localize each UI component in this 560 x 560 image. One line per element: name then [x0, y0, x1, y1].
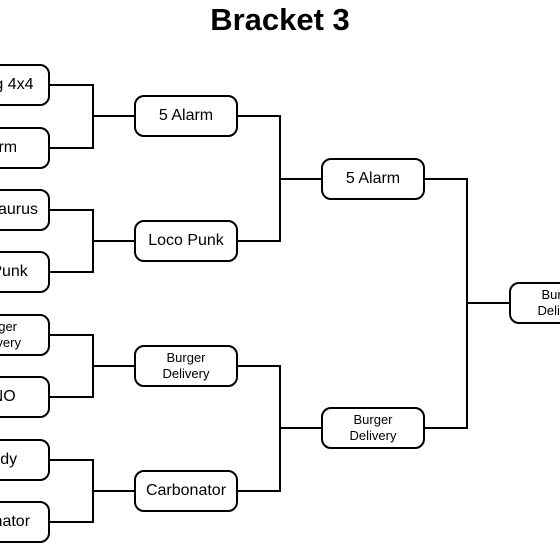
round3-team-1: 5 Alarm: [321, 158, 425, 200]
round1-team-1: Flaming 4x4: [0, 64, 50, 106]
connector-r2-pair2: [238, 365, 321, 492]
round1-team-3: Burgersaurus: [0, 189, 50, 231]
bracket-winner: Burger Delivery: [509, 282, 560, 324]
team-name-line: Delivery: [162, 366, 210, 381]
bracket-title: Bracket 3: [210, 2, 350, 37]
round1-team-4: Loco Punk: [0, 251, 50, 293]
connector-r1-pair4: [50, 459, 134, 523]
round2-team-4: Carbonator: [134, 470, 238, 512]
round2-team-1: 5 Alarm: [134, 95, 238, 137]
round2-team-2: Loco Punk: [134, 220, 238, 262]
team-name-line: Flaming 4x4: [0, 76, 34, 93]
team-name-line: Burger: [166, 349, 206, 365]
team-name-line: Burger: [0, 318, 18, 334]
round1-team-8: Carbonator: [0, 501, 50, 543]
round2-team-3: Burger Delivery: [134, 345, 238, 387]
team-name-line: Delivery: [537, 303, 560, 318]
team-name-line: 5 Alarm: [345, 170, 401, 187]
round1-team-5: Burger Delivery: [0, 314, 50, 356]
round1-team-6: MNO: [0, 376, 50, 418]
connector-r1-pair2: [50, 209, 134, 273]
connector-r1-pair3: [50, 334, 134, 398]
team-name-line: Delivery: [0, 335, 21, 350]
team-name-line: Burger: [541, 286, 560, 302]
team-name-line: Carbonator: [145, 482, 227, 499]
team-name-line: Carbonator: [0, 513, 31, 530]
team-name-line: Loco Punk: [0, 263, 28, 280]
team-name-line: 5 Alarm: [0, 139, 18, 156]
team-name-line: Burger: [353, 411, 393, 427]
team-name-line: 5 Alarm: [158, 107, 214, 124]
team-name-line: Delivery: [349, 428, 397, 443]
team-name-line: Speedy: [0, 451, 18, 468]
round3-team-2: Burger Delivery: [321, 407, 425, 449]
connector-r1-pair1: [50, 84, 134, 149]
round1-team-7: Speedy: [0, 439, 50, 481]
team-name-line: Burgersaurus: [0, 201, 39, 218]
connector-r2-pair1: [238, 115, 321, 242]
connector-r3-pair: [425, 178, 509, 429]
team-name-line: MNO: [0, 388, 16, 405]
team-name-line: Loco Punk: [148, 232, 224, 249]
round1-team-2: 5 Alarm: [0, 127, 50, 169]
